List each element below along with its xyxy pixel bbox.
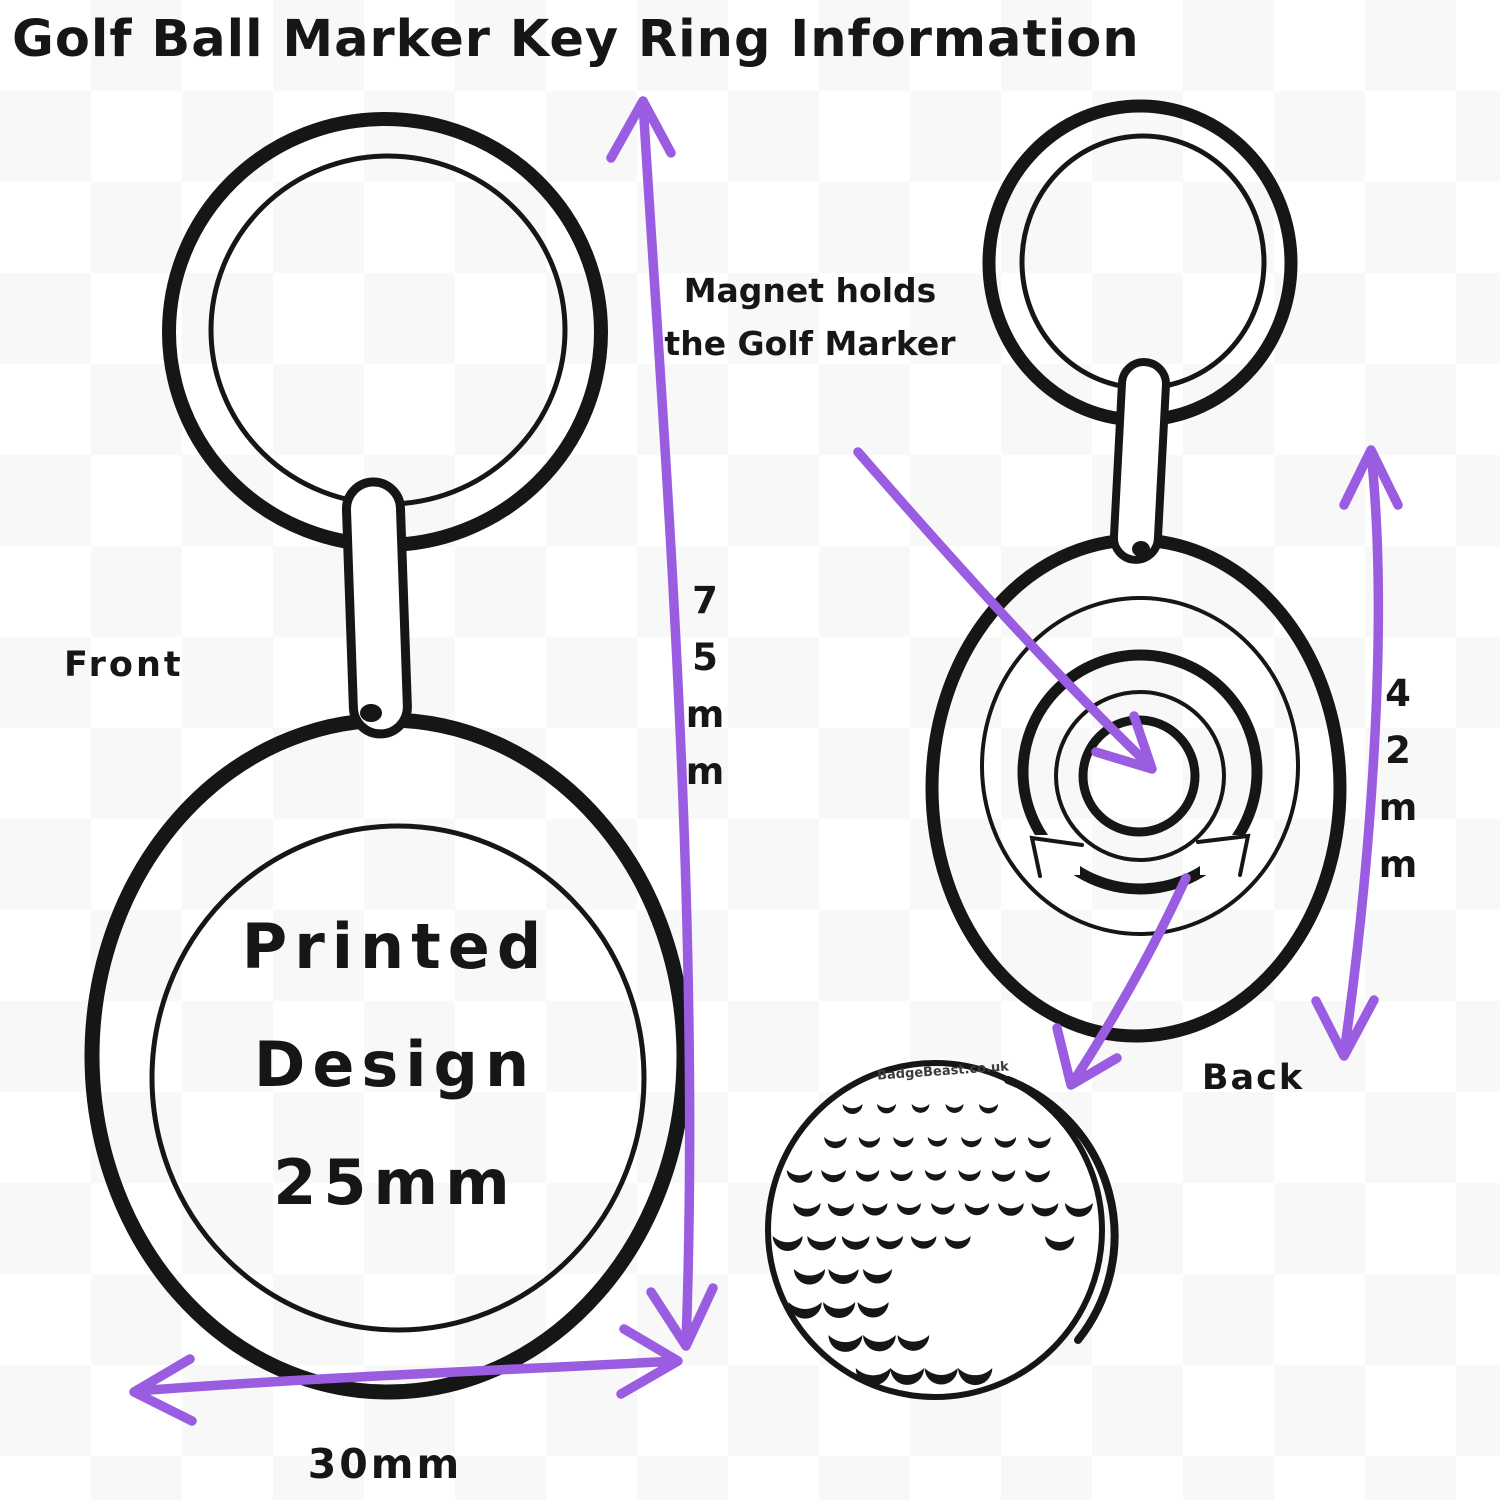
dim-42-char-2: 2 xyxy=(1385,729,1411,772)
back-pendant-outline xyxy=(925,533,1347,1043)
golf-ball-illustration xyxy=(765,1060,1119,1400)
back-connector-link xyxy=(1109,358,1170,564)
back-magnet-ring xyxy=(1054,690,1226,862)
arrowhead-42mm-top xyxy=(1339,445,1403,510)
dim-75-char-1: 7 xyxy=(692,579,718,622)
back-view-label: Back xyxy=(1201,1058,1305,1098)
front-connector-link xyxy=(341,477,412,739)
magnet-pointer-arrow xyxy=(853,447,1155,771)
back-marker-seat-circle xyxy=(1017,649,1263,895)
arrowhead-30mm-left xyxy=(129,1354,197,1426)
back-recess-outer-circle xyxy=(980,596,1300,936)
page-title: Golf Ball Marker Key Ring Information xyxy=(12,10,1140,69)
front-view-label: Front xyxy=(64,645,184,685)
dim-42-char-3: m xyxy=(1378,786,1418,829)
arrowhead-75mm-bottom xyxy=(646,1283,718,1351)
arrowhead-42mm-bottom xyxy=(1311,995,1379,1061)
arrowhead-30mm-right xyxy=(616,1324,683,1399)
golf-ball-shading-arc xyxy=(1004,1076,1119,1344)
dim-42-char-1: 4 xyxy=(1385,672,1411,715)
annotation-arrows xyxy=(129,96,1403,1426)
back-key-ring-inner xyxy=(1019,133,1267,391)
dim-75-char-3: m xyxy=(685,693,725,736)
arrowhead-golf-ball-pointer xyxy=(1052,1023,1122,1090)
dim-75-char-2: 5 xyxy=(692,636,718,679)
dim-75-char-4: m xyxy=(685,750,725,793)
dim-42-char-4: m xyxy=(1378,843,1418,886)
arrowhead-magnet-pointer xyxy=(1091,711,1157,774)
dimension-label-30mm: 30mm xyxy=(307,1440,463,1488)
dimension-arrow-30mm xyxy=(132,1356,681,1396)
magnet-note: Magnet holds the Golf Marker xyxy=(640,265,980,371)
golf-ball-outline xyxy=(765,1060,1105,1400)
printed-design-line-3: 25mm xyxy=(273,1146,517,1219)
dimension-label-42mm: 4 2 m m xyxy=(1375,665,1421,893)
dimension-arrow-42mm xyxy=(1339,447,1384,1058)
dimension-arrow-75mm xyxy=(638,97,695,1349)
back-seat-notch-left-edge xyxy=(1029,835,1084,878)
back-pendant-hole xyxy=(1132,541,1150,557)
back-seat-notch-right-edge xyxy=(1196,833,1251,877)
printed-design-text: Printed Design 25mm xyxy=(150,888,640,1242)
front-keyring-drawing xyxy=(84,112,692,1400)
magnet-note-line-1: Magnet holds xyxy=(683,271,937,310)
printed-design-line-2: Design xyxy=(253,1028,537,1101)
front-pendant-hole xyxy=(360,704,382,722)
dimension-label-75mm: 7 5 m m xyxy=(682,572,728,800)
back-keyring-drawing xyxy=(925,99,1347,1043)
front-printed-area-circle xyxy=(149,823,647,1333)
arrowhead-75mm-top xyxy=(606,96,676,163)
front-key-ring-inner xyxy=(208,153,568,507)
magnet-note-line-2: the Golf Marker xyxy=(664,323,956,363)
printed-design-line-1: Printed xyxy=(241,910,549,983)
golf-ball-dimples xyxy=(772,1104,1093,1386)
golf-ball-pointer-arrow xyxy=(1068,873,1191,1087)
